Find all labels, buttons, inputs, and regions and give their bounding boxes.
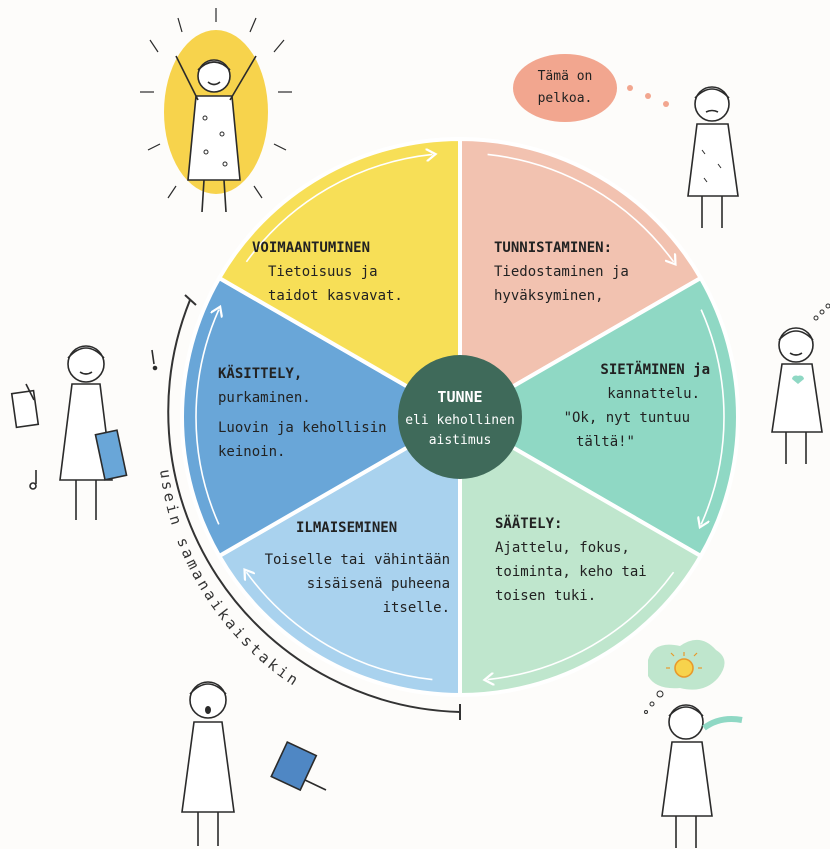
center-line-2: eli kehollinen	[405, 413, 515, 428]
bubble-line-1: Tämä on	[538, 69, 593, 84]
segment-ilmaiseminen-text: ILMAISEMINEN Toiselle tai vähintään sisä…	[265, 520, 450, 616]
segment-line: toiminta, keho tai	[495, 564, 647, 580]
segment-title: TUNNISTAMINEN:	[494, 240, 612, 256]
girl-speaking-icon	[181, 681, 327, 846]
segment-title: VOIMAANTUMINEN	[252, 240, 370, 256]
segment-saately	[458, 413, 704, 698]
segment-tunnistaminen	[458, 136, 704, 421]
segment-line: purkaminen.	[218, 390, 311, 406]
center-circle: TUNNE eli kehollinen aistimus	[398, 355, 522, 479]
center-line-3: aistimus	[429, 433, 492, 448]
segment-title: ILMAISEMINEN	[296, 520, 397, 536]
cycle-arrows	[195, 153, 725, 681]
segment-line: toisen tuki.	[495, 588, 596, 604]
segment-line: Luovin ja kehollisin	[218, 420, 387, 436]
segment-line: kannattelu.	[607, 386, 700, 402]
segment-line: "Ok, nyt tuntuu	[564, 410, 690, 426]
segment-title: SIETÄMINEN ja	[600, 361, 710, 378]
cycle-arrow	[246, 572, 433, 681]
speech-bubble: Tämä on pelkoa.	[513, 54, 669, 122]
girl-hand-on-heart-icon	[771, 303, 830, 464]
segment-line: tältä!"	[576, 434, 635, 450]
center-title: TUNNE	[437, 388, 482, 406]
girl-arms-raised-icon	[140, 8, 292, 213]
girl-drawing-icon	[10, 345, 158, 520]
segment-kasittely-text: KÄSITTELY, purkaminen. Luovin ja keholli…	[218, 365, 387, 460]
segment-sietaminen	[456, 275, 740, 559]
segment-line: Tietoisuus ja	[268, 264, 378, 280]
segment-kasittely	[180, 275, 464, 559]
segment-line: sisäisenä puheena	[307, 576, 450, 592]
segment-line: Ajattelu, fokus,	[495, 540, 630, 556]
segment-tunnistaminen-text: TUNNISTAMINEN: Tiedostaminen ja hyväksym…	[494, 240, 629, 304]
bubble-line-2: pelkoa.	[538, 91, 593, 106]
cycle-arrow	[701, 309, 725, 525]
cycle-arrow	[245, 154, 432, 263]
segment-voimaantuminen	[216, 136, 462, 421]
cycle-arrow	[195, 310, 219, 525]
segment-sietaminen-text: SIETÄMINEN ja kannattelu. "Ok, nyt tuntu…	[564, 361, 710, 450]
segment-line: itselle.	[383, 600, 450, 616]
segment-line: Tiedostaminen ja	[494, 264, 629, 280]
segment-saately-text: SÄÄTELY: Ajattelu, fokus, toiminta, keho…	[495, 515, 647, 604]
segment-voimaantuminen-text: VOIMAANTUMINEN Tietoisuus ja taidot kasv…	[252, 240, 403, 304]
cycle-arrow	[488, 571, 675, 679]
girl-breathing-sun-icon	[644, 639, 743, 848]
wheel	[180, 136, 740, 698]
segment-title: KÄSITTELY,	[218, 365, 302, 382]
segment-line: hyväksyminen,	[494, 288, 604, 304]
cycle-arrow	[487, 153, 674, 261]
segment-ilmaiseminen	[216, 413, 462, 698]
girl-thinking-fear-icon	[687, 86, 739, 228]
segment-title: SÄÄTELY:	[495, 515, 562, 532]
segment-line: Toiselle tai vähintään	[265, 552, 450, 568]
segment-line: taidot kasvavat.	[268, 288, 403, 304]
segment-line: keinoin.	[218, 444, 285, 460]
